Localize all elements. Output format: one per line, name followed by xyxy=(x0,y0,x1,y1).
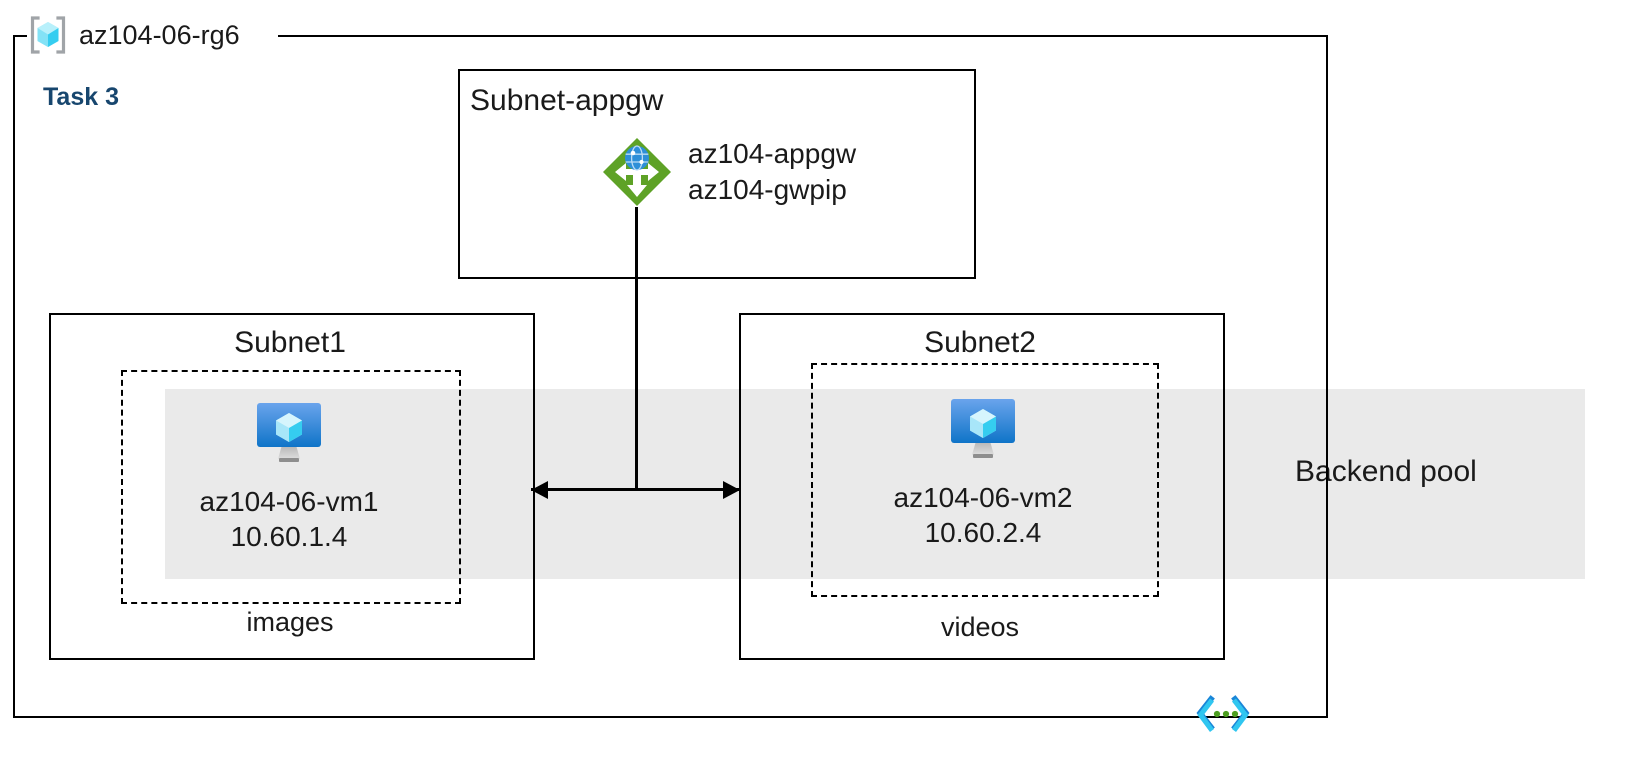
resource-group-header: az104-06-rg6 xyxy=(27,4,240,66)
resource-group-title: az104-06-rg6 xyxy=(79,19,240,50)
vm2-name: az104-06-vm2 xyxy=(893,482,1073,513)
application-gateway-name: az104-appgw xyxy=(688,138,857,170)
backend-pool-band xyxy=(165,389,1585,579)
subnet2-vm-dashed-boundary xyxy=(811,363,1159,597)
subnet2-footer-label: videos xyxy=(940,612,1020,642)
subnet1-title: Subnet1 xyxy=(234,326,346,359)
resource-group-border-top-right xyxy=(278,35,1328,37)
subnet2-title: Subnet2 xyxy=(924,326,1036,359)
backend-pool-label: Backend pool xyxy=(1295,455,1477,488)
resource-group-border-right xyxy=(1326,35,1328,718)
subnet1-box xyxy=(49,313,535,660)
resource-group-border-top-left xyxy=(13,35,27,37)
subnet-link-connector xyxy=(531,488,740,491)
subnet-appgw-title: Subnet-appgw xyxy=(470,84,664,117)
application-gateway-icon xyxy=(600,135,674,209)
arrow-head-left xyxy=(531,481,548,499)
subnet-appgw-box xyxy=(458,69,976,279)
virtual-machine-vm1: az104-06-vm1 10.60.1.4 xyxy=(121,396,457,554)
virtual-machine-icon xyxy=(252,396,326,466)
arrow-head-right xyxy=(723,481,740,499)
vm2-ip-address: 10.60.2.4 xyxy=(924,517,1042,548)
subnet2-box xyxy=(739,313,1225,660)
vm1-ip-address: 10.60.1.4 xyxy=(230,521,348,552)
subnet1-footer-label: images xyxy=(246,607,334,637)
virtual-machine-icon xyxy=(946,392,1020,462)
application-gateway-node: az104-appgw az104-gwpip xyxy=(600,135,856,209)
task-label: Task 3 xyxy=(43,83,119,111)
vm1-name: az104-06-vm1 xyxy=(199,486,379,517)
application-gateway-labels: az104-appgw az104-gwpip xyxy=(688,136,856,208)
virtual-machine-vm2: az104-06-vm2 10.60.2.4 xyxy=(811,392,1155,550)
gateway-vertical-connector xyxy=(635,207,638,490)
resource-group-icon xyxy=(27,14,69,56)
resource-group-border-left xyxy=(13,35,15,718)
subnet1-vm-dashed-boundary xyxy=(121,370,461,604)
application-gateway-public-ip: az104-gwpip xyxy=(688,174,847,205)
resource-group-border-bottom xyxy=(13,716,1328,718)
